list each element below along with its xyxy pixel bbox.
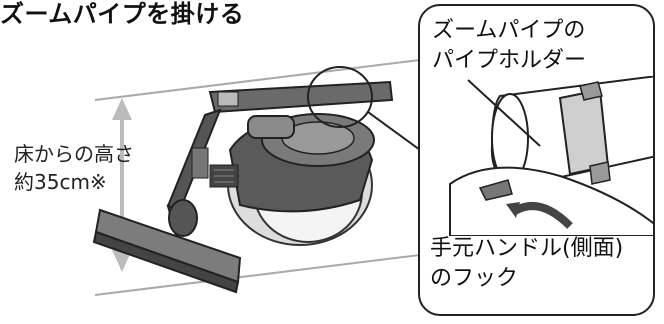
pipe-holder-illustration: [449, 76, 653, 236]
callout-bottom-line1: 手元ハンドル(側面): [430, 236, 624, 261]
height-label-line2: 約35cm※: [14, 170, 107, 194]
callout-title-line2: パイプホルダー: [432, 48, 587, 73]
callout-title: ズームパイプの パイプホルダー: [432, 16, 586, 76]
callout-title-line1: ズームパイプの: [432, 18, 586, 43]
detail-callout: ズームパイプの パイプホルダー 手元ハンドル(側面) のフック: [418, 4, 655, 316]
callout-bottom-label: 手元ハンドル(側面) のフック: [430, 234, 623, 294]
callout-bottom-line2: のフック: [430, 266, 519, 291]
height-label-line1: 床からの高さ: [14, 142, 134, 166]
page-title: ズームパイプを掛ける: [0, 0, 245, 28]
height-label: 床からの高さ 約35cm※: [14, 140, 134, 196]
vacuum-illustration: [92, 59, 420, 296]
